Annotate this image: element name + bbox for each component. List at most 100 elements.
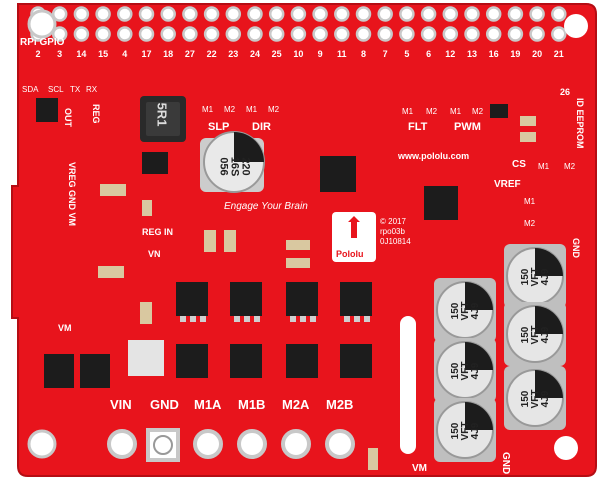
vref-m2-label: M2: [524, 219, 536, 228]
tagline-text: Engage Your Brain: [224, 201, 308, 212]
gpio-pin-number: 10: [293, 49, 304, 59]
m-label-6: M2: [426, 107, 438, 116]
header-hole: [117, 26, 133, 42]
header-hole: [225, 26, 242, 42]
m-label-2: M2: [224, 105, 236, 114]
m-label-5: M1: [402, 107, 414, 116]
m-label-8: M2: [472, 107, 484, 116]
header-hole: [377, 6, 393, 22]
scl-label: SCL: [48, 85, 64, 94]
inductor-marking: 5R1: [154, 102, 170, 127]
gpio-pin-number: 22: [206, 49, 217, 59]
header-hole: [420, 26, 437, 42]
gpio-pin-number: 24: [249, 49, 260, 59]
gpio-pin-number: 16: [488, 49, 499, 59]
gpio-pin-number: 20: [532, 49, 543, 59]
serial-text: 0J10814: [380, 237, 411, 246]
header-hole: [464, 6, 480, 22]
reg-in-label: REG IN: [142, 227, 174, 237]
pwm-label: PWM: [454, 121, 481, 133]
header-hole: [529, 6, 545, 22]
header-hole: [182, 26, 198, 42]
vm-bottom-label: VM: [412, 463, 427, 474]
m-label-7: M1: [450, 107, 462, 116]
header-hole: [442, 6, 459, 22]
header-hole: [551, 6, 567, 22]
header-hole: [182, 6, 198, 22]
header-hole: [138, 26, 155, 42]
website-text: www.pololu.com: [398, 151, 470, 161]
gpio-pin-number: 14: [76, 49, 87, 59]
gpio-pin-number: 11: [337, 49, 347, 59]
gpio-pin-number: 6: [426, 49, 432, 59]
reg-label: REG: [91, 104, 101, 124]
header-hole: [203, 26, 220, 42]
rx-label: RX: [86, 85, 98, 94]
header-hole: [51, 26, 68, 42]
gpio-pin-number: 18: [163, 49, 174, 59]
pin-26-label: 26: [560, 87, 571, 97]
m-label-4: M2: [268, 105, 280, 114]
gpio-header-title: RPi GPIO: [20, 37, 65, 48]
header-hole: [268, 6, 285, 22]
vreg-gnd-vm-label: VREG GND VM: [67, 162, 77, 227]
header-hole: [420, 6, 437, 22]
header-hole: [203, 6, 220, 22]
gpio-pin-number: 12: [445, 49, 456, 59]
copyright-text: © 2017: [380, 217, 406, 226]
header-hole: [95, 6, 111, 22]
header-hole: [507, 26, 524, 42]
terminal-gnd-label: GND: [150, 397, 179, 412]
header-hole: [529, 26, 545, 42]
terminal-m2a-label: M2A: [282, 397, 310, 412]
gpio-pin-number: 5: [404, 49, 410, 59]
gpio-pin-number: 15: [98, 49, 109, 59]
gpio-pin-number: 9: [317, 49, 323, 59]
gpio-pin-number: 3: [57, 49, 63, 59]
header-hole: [355, 26, 372, 42]
header-hole: [95, 26, 111, 42]
id-eeprom-label: ID EEPROM: [575, 98, 585, 149]
revision-text: rpo03b: [380, 227, 405, 236]
m-label-3: M1: [246, 105, 258, 114]
header-hole: [117, 6, 133, 22]
header-hole: [442, 26, 459, 42]
gnd-bottom-label: GND: [500, 452, 511, 475]
vref-label: VREF: [494, 179, 521, 190]
header-hole: [247, 6, 263, 22]
header-hole: [377, 26, 393, 42]
gpio-pin-number: 17: [141, 49, 152, 59]
header-hole: [485, 26, 502, 42]
header-hole: [290, 6, 307, 22]
dir-label: DIR: [252, 121, 271, 133]
terminal-m2b-label: M2B: [326, 397, 354, 412]
header-hole: [551, 26, 567, 42]
header-hole: [138, 6, 155, 22]
header-hole: [290, 26, 307, 42]
flt-label: FLT: [408, 121, 428, 133]
header-hole: [73, 6, 90, 22]
vref-m1-label: M1: [524, 197, 536, 206]
header-hole: [247, 26, 263, 42]
sda-label: SDA: [22, 85, 39, 94]
header-hole: [160, 26, 176, 42]
gpio-header-holes: [30, 6, 567, 42]
header-hole: [334, 6, 350, 22]
cs-m1-label: M1: [538, 162, 550, 171]
terminal-vin-label: VIN: [110, 397, 132, 412]
gpio-pin-number: 27: [184, 49, 195, 59]
slp-label: SLP: [208, 121, 230, 133]
header-hole: [160, 6, 176, 22]
gpio-pin-number: 4: [122, 49, 128, 59]
header-hole: [51, 6, 68, 22]
header-hole: [73, 26, 90, 42]
header-hole: [268, 26, 285, 42]
